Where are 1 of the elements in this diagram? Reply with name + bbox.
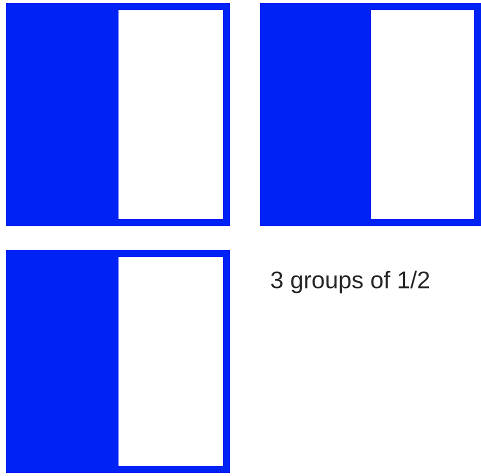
label-text: 3 groups of 1/2 [271,270,430,294]
